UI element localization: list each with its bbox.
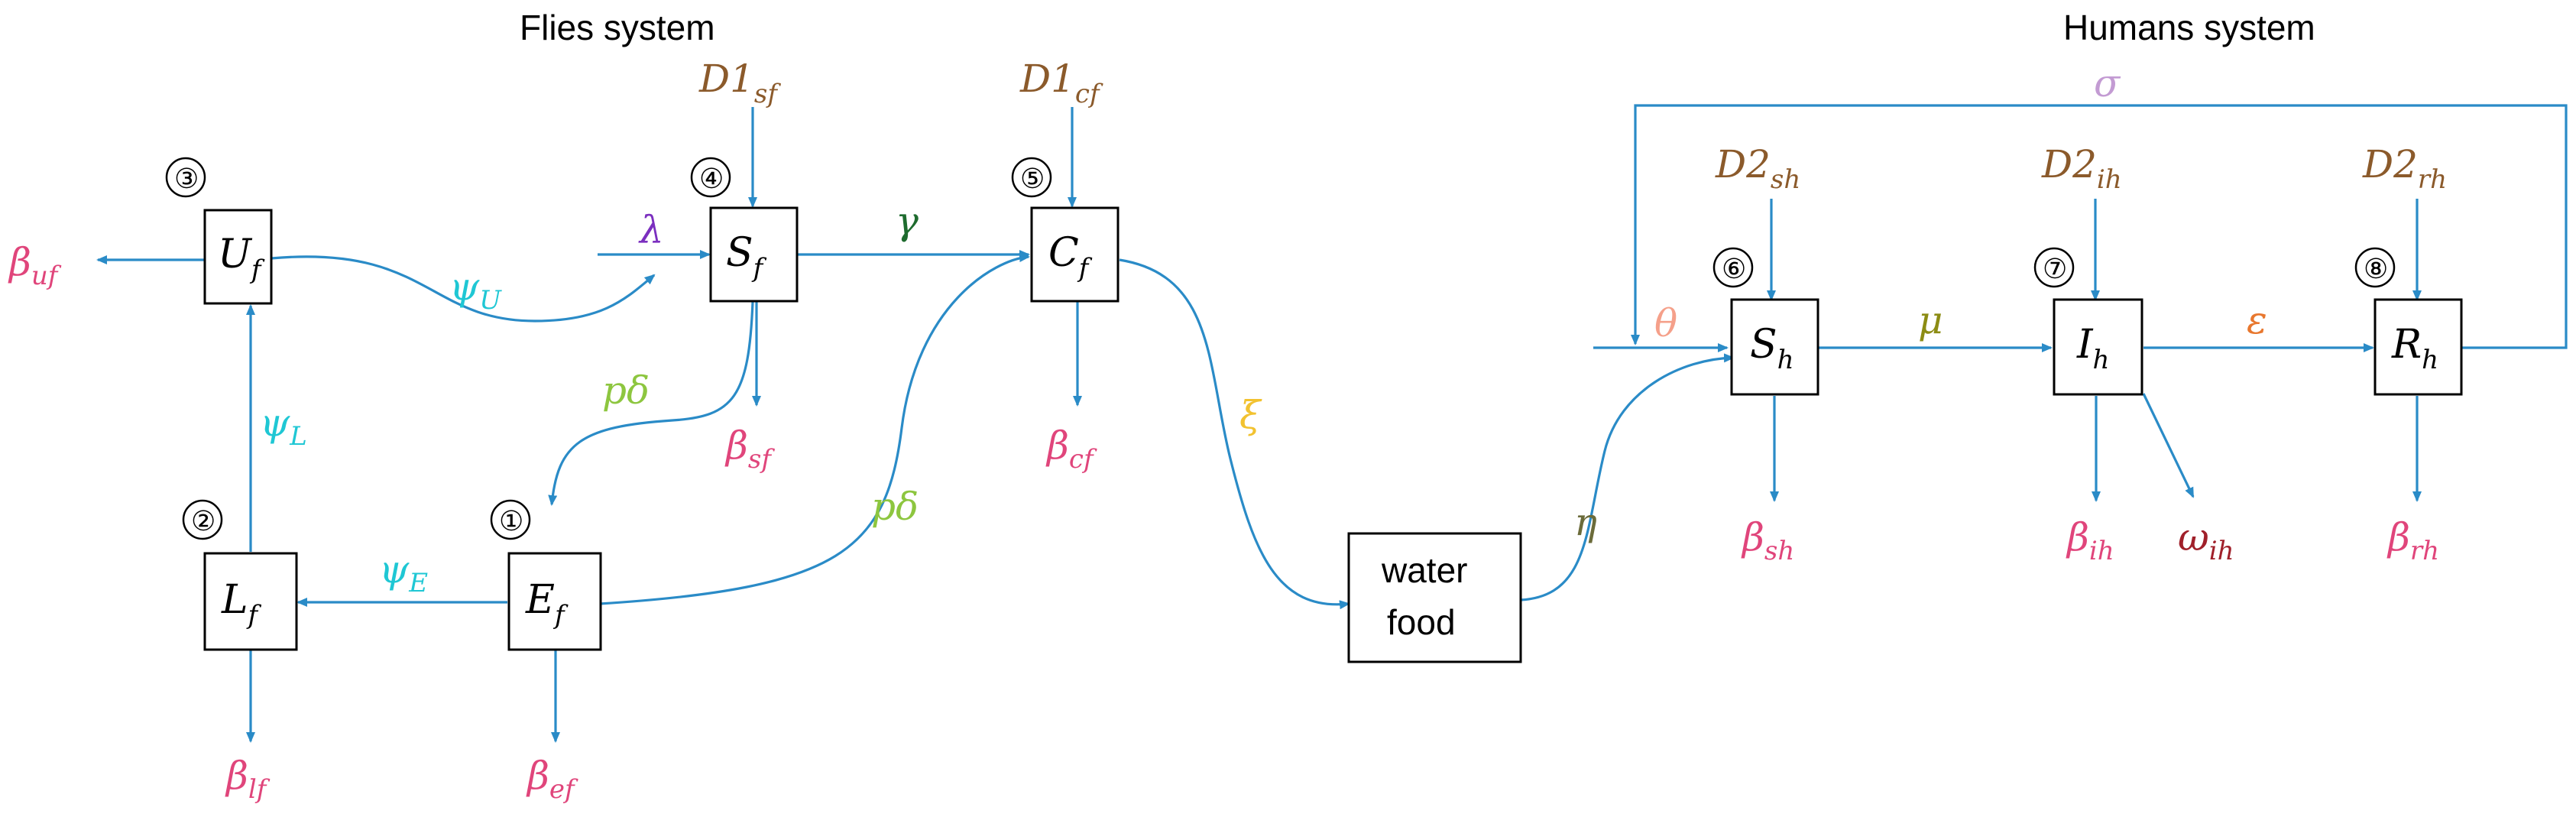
reservoir-line1: water: [1381, 550, 1467, 590]
marker-2: ②: [191, 505, 215, 537]
param-d2ih: D2ih: [2041, 142, 2122, 195]
param-pdelta-2: pδ: [871, 485, 919, 529]
marker-8: ⑧: [2364, 253, 2388, 284]
compartment-ih: Ih ⑦: [2033, 247, 2143, 396]
sh-sub: h: [1777, 345, 1794, 375]
marker-7: ⑦: [2043, 253, 2067, 284]
ih-base: I: [2076, 322, 2094, 368]
sf-base: S: [726, 230, 753, 276]
uf-base: U: [218, 232, 253, 277]
arrow-rh-to-sh-loop: [1631, 104, 2568, 349]
cf-base: C: [1048, 230, 1079, 276]
param-gamma: γ: [896, 199, 919, 243]
param-mu: μ: [1918, 298, 1943, 342]
rh-sub: h: [2422, 345, 2438, 375]
compartment-ef: Ef ①: [490, 499, 602, 651]
param-sigma: σ: [2094, 61, 2121, 105]
param-beta-ih: βih: [2066, 515, 2114, 566]
param-beta-cf: βcf: [1045, 423, 1097, 475]
param-d2rh: D2rh: [2362, 142, 2447, 195]
param-lambda: λ: [638, 208, 664, 252]
param-xi: ξ: [1239, 393, 1262, 437]
param-psi-l: ψL: [260, 400, 307, 452]
humans-system-title: Humans system: [2063, 8, 2315, 47]
reservoir-line2: food: [1387, 602, 1456, 642]
rh-base: R: [2391, 322, 2422, 368]
lf-base: L: [221, 577, 248, 623]
reservoir-water-food: water food: [1347, 532, 1522, 663]
svg-text:Ih: Ih: [2076, 322, 2109, 375]
param-d2sh: D2sh: [1715, 142, 1800, 195]
parameter-labels: D1sf D1cf σ D2sh D2ih D2rh λ γ ψU ψL ψE …: [8, 57, 2447, 805]
param-beta-rh: βrh: [2386, 515, 2439, 566]
sh-base: S: [1750, 322, 1777, 368]
compartment-sf: Sf ④: [690, 157, 799, 303]
arrow-ih-to-omega: [2142, 393, 2195, 498]
param-beta-sf: βsf: [724, 423, 775, 475]
param-beta-sh: βsh: [1741, 515, 1794, 566]
param-beta-uf: βuf: [8, 240, 62, 291]
compartment-cf: Cf ⑤: [1011, 157, 1120, 303]
param-psi-u: ψU: [449, 264, 502, 316]
arrow-sf-to-ef-curve: [548, 301, 754, 506]
ih-sub: h: [2093, 345, 2110, 375]
flies-system-title: Flies system: [520, 8, 715, 47]
param-beta-ef: βef: [526, 754, 578, 805]
arrow-ef-to-cf-curve: [599, 253, 1030, 605]
param-eta: η: [1574, 500, 1597, 544]
arrow-cf-to-water-curve: [1119, 258, 1350, 610]
arrow-uf-to-sf-curve: [271, 255, 656, 323]
marker-5: ⑤: [1020, 163, 1045, 194]
ef-base: E: [525, 577, 555, 623]
svg-text:Rh: Rh: [2391, 322, 2438, 375]
compartment-rh: Rh ⑧: [2354, 247, 2463, 396]
param-beta-lf: βlf: [225, 754, 271, 805]
compartment-lf: Lf ②: [182, 499, 298, 651]
compartment-sh: Sh ⑥: [1712, 247, 1819, 396]
arrow-water-to-sh-curve: [1520, 353, 1735, 601]
marker-4: ④: [699, 163, 724, 194]
svg-text:Sh: Sh: [1750, 322, 1794, 375]
marker-6: ⑥: [1722, 253, 1746, 284]
param-psi-e: ψE: [379, 547, 428, 598]
compartment-uf: Uf ③: [165, 157, 273, 305]
param-theta: θ: [1654, 301, 1677, 345]
param-omega-ih: ωih: [2178, 515, 2234, 566]
param-epsilon: ε: [2247, 298, 2267, 342]
param-d1cf: D1cf: [1019, 57, 1103, 109]
flow-arrows: [96, 104, 2568, 743]
marker-1: ①: [499, 505, 523, 537]
marker-3: ③: [174, 163, 199, 194]
param-pdelta-1: pδ: [602, 368, 650, 413]
param-d1sf: D1sf: [698, 57, 781, 109]
